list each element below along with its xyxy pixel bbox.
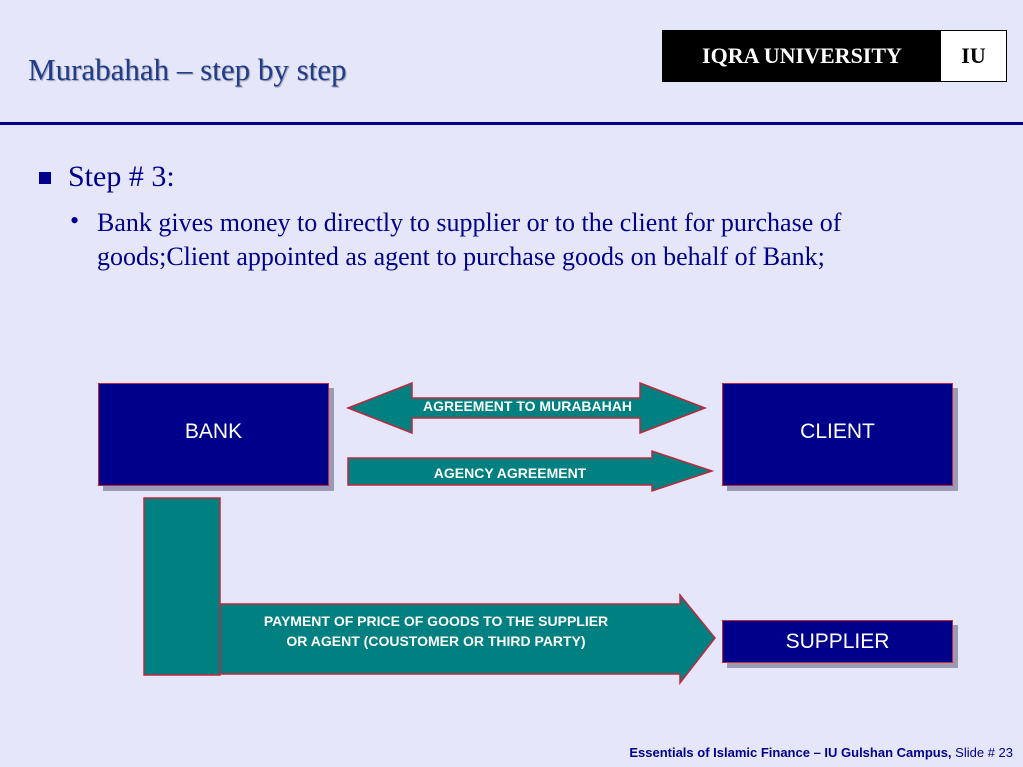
- agreement-arrow-label: AGREEMENT TO MURABAHAH: [423, 398, 632, 414]
- payment-arrow: [219, 592, 716, 686]
- bullet-dot-icon: •: [70, 206, 80, 235]
- step-description: Bank gives money to directly to supplier…: [97, 208, 842, 271]
- agency-arrow-label: AGENCY AGREEMENT: [433, 465, 587, 481]
- agency-arrow: [347, 449, 715, 493]
- slide-footer: Essentials of Islamic Finance – IU Gulsh…: [629, 745, 1013, 760]
- footer-slide-number: Slide # 23: [955, 745, 1013, 760]
- square-bullet-icon: [39, 172, 51, 184]
- payment-connector: [143, 497, 221, 676]
- slide-title: Murabahah – step by step: [28, 52, 347, 87]
- footer-course: Essentials of Islamic Finance – IU Gulsh…: [629, 745, 952, 760]
- university-logo: IQRA UNIVERSITY IU: [662, 30, 1007, 82]
- step-heading: Step # 3:: [68, 160, 175, 193]
- client-box: CLIENT: [722, 383, 953, 486]
- bank-box: BANK: [98, 383, 329, 486]
- supplier-box: SUPPLIER: [722, 620, 953, 663]
- title-divider: [0, 122, 1023, 125]
- payment-arrow-label: PAYMENT OF PRICE OF GOODS TO THE SUPPLIE…: [263, 613, 609, 649]
- logo-abbr: IU: [941, 31, 1006, 81]
- agreement-arrow: [345, 381, 708, 435]
- logo-name: IQRA UNIVERSITY: [663, 31, 941, 81]
